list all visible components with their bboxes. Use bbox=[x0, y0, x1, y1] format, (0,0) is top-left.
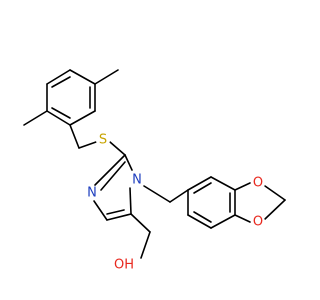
bond-15 bbox=[129, 187, 132, 215]
bond-1 bbox=[69, 69, 96, 85]
hydroxyl-label: OH bbox=[114, 258, 134, 273]
bond-33 bbox=[193, 211, 212, 223]
bond-11 bbox=[69, 124, 80, 149]
bond-10 bbox=[23, 110, 48, 126]
bond-29 bbox=[187, 214, 212, 229]
atom-dioxole-oxygen-top: O bbox=[251, 176, 265, 191]
bond-31 bbox=[193, 182, 212, 194]
bond-23 bbox=[143, 185, 171, 203]
sulfur-label: S bbox=[99, 133, 107, 148]
bond-9 bbox=[94, 69, 119, 85]
atom-hydroxyl: OH bbox=[112, 257, 134, 273]
molecule-structure: S N N O O OH bbox=[23, 69, 286, 273]
bond-0 bbox=[46, 69, 71, 85]
atom-dioxole-oxygen-bottom: O bbox=[251, 215, 265, 230]
bond-24 bbox=[169, 189, 189, 203]
imidazole-n1-label: N bbox=[132, 173, 142, 188]
dioxole-oxygen-top-label: O bbox=[253, 176, 263, 191]
bond-19 bbox=[106, 209, 125, 215]
bond-28 bbox=[210, 214, 236, 229]
atom-imidazole-n3: N bbox=[85, 186, 99, 201]
bond-26 bbox=[210, 176, 236, 191]
bond-3 bbox=[69, 110, 96, 126]
bond-6 bbox=[51, 76, 71, 88]
bond-4 bbox=[46, 110, 71, 126]
dioxole-oxygen-bottom-label: O bbox=[253, 215, 263, 230]
bond-36 bbox=[264, 185, 286, 201]
bond-37 bbox=[264, 199, 286, 220]
bond-17 bbox=[93, 200, 108, 221]
bond-14 bbox=[124, 154, 133, 171]
bond-35 bbox=[234, 214, 251, 223]
imidazole-n3-label: N bbox=[87, 186, 97, 201]
bond-16 bbox=[106, 213, 132, 221]
bond-34 bbox=[234, 182, 251, 191]
bond-20 bbox=[100, 161, 126, 191]
bond-22 bbox=[140, 231, 151, 259]
atom-sulfur: S bbox=[96, 133, 110, 148]
bond-lines bbox=[23, 69, 286, 259]
bond-18 bbox=[94, 154, 126, 186]
bond-25 bbox=[187, 176, 212, 191]
bond-13 bbox=[109, 141, 126, 156]
atom-imidazole-n1: N bbox=[130, 173, 144, 188]
bond-21 bbox=[130, 213, 151, 233]
bond-8 bbox=[51, 107, 71, 119]
bond-12 bbox=[78, 141, 97, 149]
